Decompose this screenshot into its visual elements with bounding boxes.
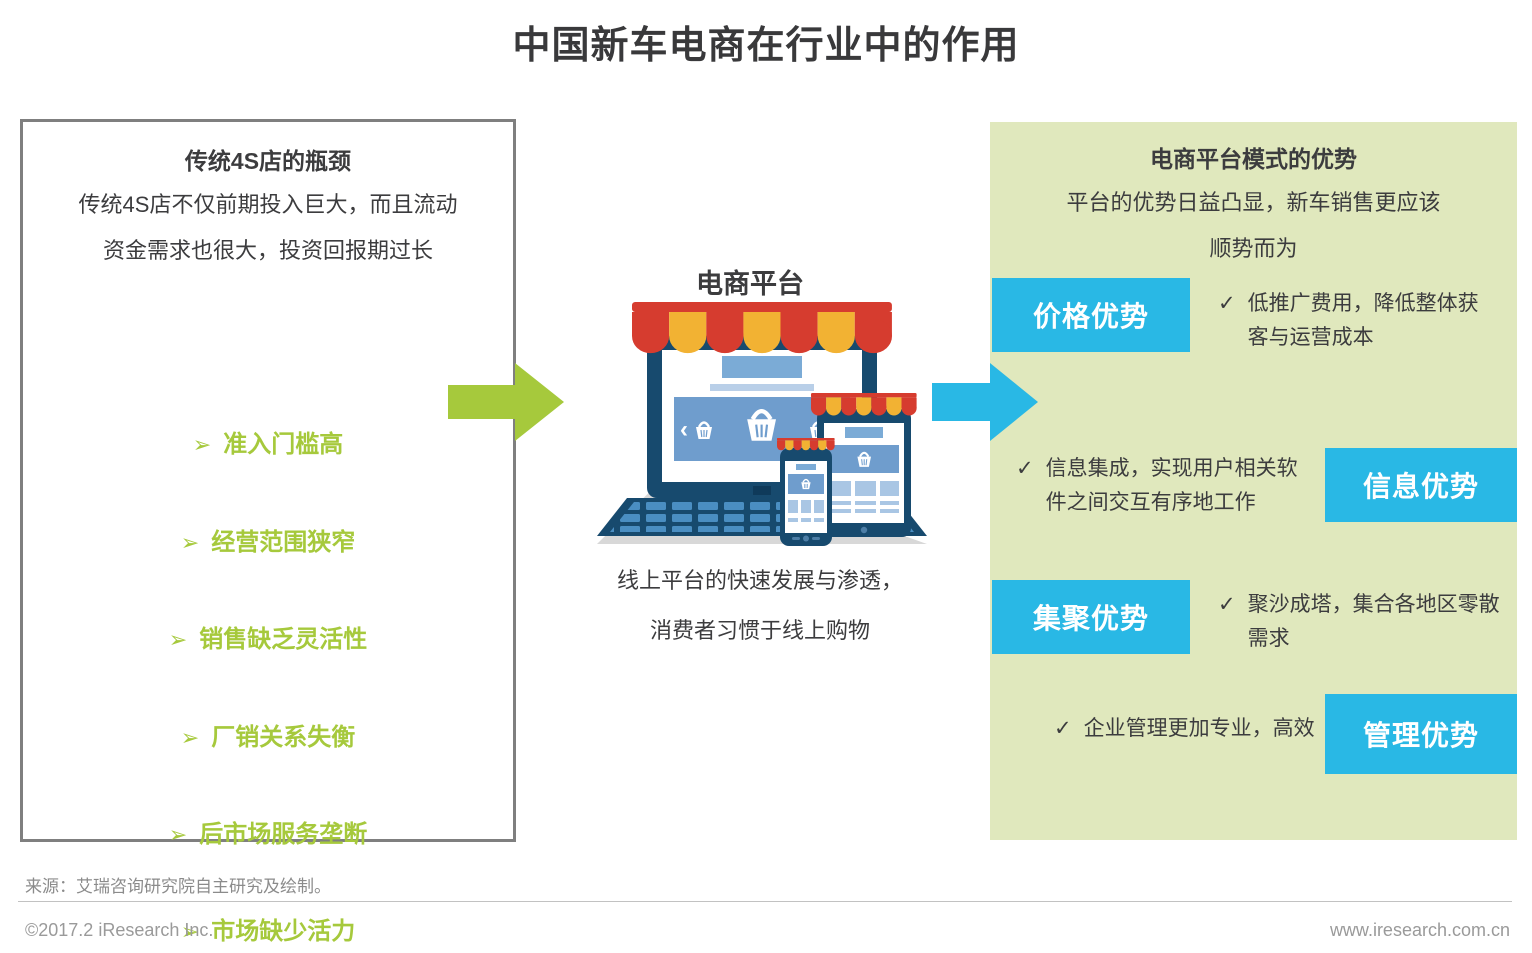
check-icon: ✓ [1054,717,1072,740]
bottleneck-item-label: 市场缺少活力 [211,918,356,945]
online-store-devices-illustration: ‹ › [597,302,927,546]
advantage-text-price: ✓ 低推广费用，降低整体获客与运营成本 [1218,287,1490,355]
right-panel-subtitle-line1: 平台的优势日益凸显，新车销售更应该 [1066,190,1441,215]
bottleneck-item: ➢ 市场缺少活力 [23,911,513,946]
svg-text:‹: ‹ [680,416,688,443]
footer-divider [18,901,1512,902]
copyright-text: ©2017.2 iResearch Inc. [25,920,214,940]
bottleneck-item-label: 准入门槛高 [223,431,344,458]
bottleneck-item: ➢ 准入门槛高 [23,424,513,459]
advantage-text-information-body: 信息集成，实现用户相关软件之间交互有序地工作 [1045,457,1298,514]
page-title: 中国新车电商在行业中的作用 [512,25,1020,67]
advantage-label-information: 信息优势 [1325,448,1517,522]
right-arrow-green-icon [448,363,564,441]
right-panel-subtitle-line2: 顺势而为 [1209,236,1298,261]
advantage-text-price-body: 低推广费用，降低整体获客与运营成本 [1247,292,1479,349]
check-icon: ✓ [1218,292,1236,315]
tablet-storefront [811,393,917,537]
advantage-text-management-body: 企业管理更加专业，高效 [1083,717,1315,740]
bottleneck-item-label: 厂销关系失衡 [211,724,356,751]
bottleneck-item-label: 销售缺乏灵活性 [199,626,368,653]
bottleneck-item: ➢ 后市场服务垄断 [23,814,513,849]
advantage-label-management: 管理优势 [1325,694,1517,774]
arrowhead-bullet-icon: ➢ [180,725,200,750]
arrowhead-bullet-icon: ➢ [192,432,212,457]
arrowhead-bullet-icon: ➢ [180,919,200,944]
center-caption-line2: 消费者习惯于线上购物 [649,618,870,643]
right-arrow-blue-icon [932,363,1038,441]
bottleneck-item-label: 后市场服务垄断 [199,821,368,848]
advantage-label-price: 价格优势 [992,278,1190,352]
traditional-4s-bottleneck-panel: 传统4S店的瓶颈 传统4S店不仅前期投入巨大，而且流动 资金需求也很大，投资回报… [20,119,516,945]
advantage-text-information: ✓ 信息集成，实现用户相关软件之间交互有序地工作 [1016,452,1316,520]
bottleneck-item: ➢ 厂销关系失衡 [23,717,513,752]
bottleneck-item: ➢ 经营范围狭窄 [23,522,513,557]
left-panel-desc-line2: 资金需求也很大，投资回报期过长 [102,238,433,263]
advantage-text-aggregation-body: 聚沙成塔，集合各地区零散需求 [1247,593,1500,650]
website-url: www.iresearch.com.cn [1329,920,1510,940]
ecommerce-platform-title: 电商平台 [696,269,804,299]
advantage-text-management: ✓ 企业管理更加专业，高效 [1054,712,1316,746]
bottleneck-item: ➢ 销售缺乏灵活性 [23,619,513,654]
center-caption-line1: 线上平台的快速发展与渗透， [616,568,903,593]
left-panel-desc-line1: 传统4S店不仅前期投入巨大，而且流动 [78,192,458,217]
check-icon: ✓ [1016,457,1034,480]
arrowhead-bullet-icon: ➢ [168,627,188,652]
left-panel-description: 传统4S店不仅前期投入巨大，而且流动 资金需求也很大，投资回报期过长 [33,182,503,274]
advantage-text-aggregation: ✓ 聚沙成塔，集合各地区零散需求 [1218,588,1504,656]
right-panel-subtitle: 平台的优势日益凸显，新车销售更应该 顺势而为 [998,180,1509,272]
left-panel-title: 传统4S店的瓶颈 [184,148,352,174]
arrowhead-bullet-icon: ➢ [180,530,200,555]
phone-storefront [777,438,835,546]
arrowhead-bullet-icon: ➢ [168,822,188,847]
source-note: 来源：艾瑞咨询研究院自主研究及绘制。 [25,877,331,896]
ecommerce-advantages-panel: 电商平台模式的优势 平台的优势日益凸显，新车销售更应该 顺势而为 价格优势 ✓ … [990,122,1517,840]
advantage-label-aggregation: 集聚优势 [992,580,1190,654]
check-icon: ✓ [1218,593,1236,616]
right-panel-title: 电商平台模式的优势 [1150,146,1357,172]
bottleneck-item-label: 经营范围狭窄 [211,529,356,556]
center-caption: 线上平台的快速发展与渗透， 消费者习惯于线上购物 [560,556,960,656]
